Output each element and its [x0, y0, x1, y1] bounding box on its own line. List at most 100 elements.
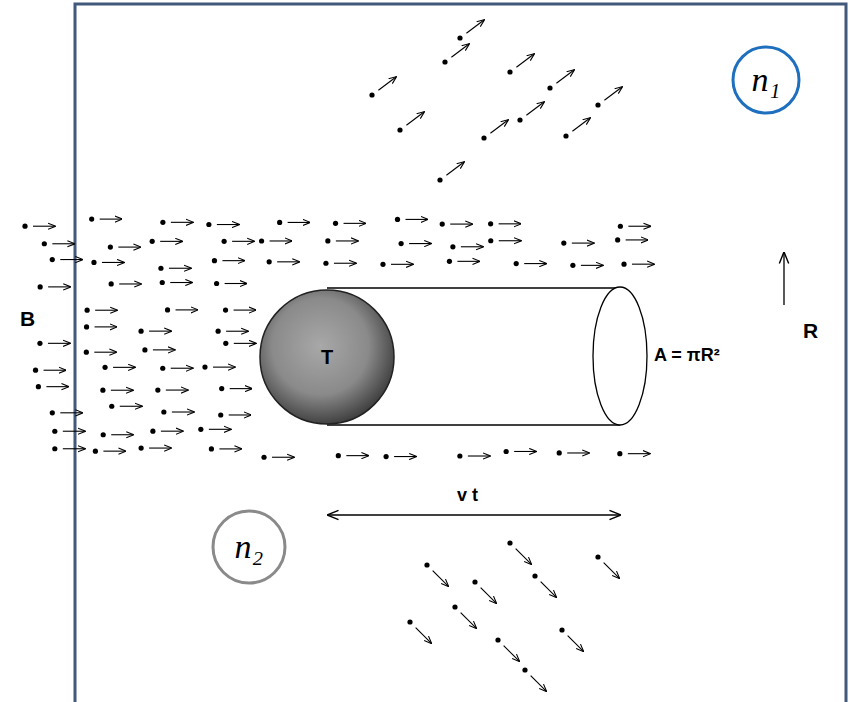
- particle-dot: [369, 92, 374, 97]
- particle: [617, 451, 650, 456]
- frame: [75, 4, 846, 702]
- particle-dot: [222, 239, 227, 244]
- particle: [100, 388, 133, 393]
- particle-dot: [223, 341, 228, 346]
- particle-dot: [380, 262, 385, 267]
- particle-dot: [138, 329, 143, 334]
- particle: [323, 261, 356, 266]
- velocity-arrow: [394, 456, 416, 457]
- particle: [570, 263, 603, 268]
- velocity-arrow: [94, 352, 116, 353]
- particle-dot: [38, 284, 43, 289]
- velocity-arrow: [524, 263, 546, 264]
- particle: [384, 454, 417, 459]
- velocity-arrow: [516, 549, 532, 565]
- particle-dot: [559, 627, 564, 632]
- particle: [399, 241, 432, 246]
- density-circle: n₁: [731, 45, 801, 115]
- particle: [563, 118, 590, 139]
- particle: [33, 368, 66, 373]
- particle-dot: [89, 217, 94, 222]
- particle: [333, 221, 366, 226]
- particle-dot: [267, 259, 272, 264]
- particle: [161, 409, 194, 414]
- velocity-arrow: [149, 331, 171, 332]
- velocity-arrow: [628, 226, 650, 227]
- particle-dot: [206, 222, 211, 227]
- velocity-arrow: [222, 260, 244, 261]
- radius-arrow: [783, 253, 784, 305]
- velocity-arrow: [63, 431, 85, 432]
- particle-dot: [209, 446, 214, 451]
- particle-dot: [218, 412, 223, 417]
- velocity-arrow: [334, 263, 356, 264]
- particle-dot: [109, 281, 114, 286]
- velocity-arrow: [504, 646, 520, 662]
- particle: [595, 554, 619, 578]
- particle: [407, 619, 431, 643]
- velocity-arrow: [213, 367, 235, 368]
- particle-dot: [507, 540, 512, 545]
- particle-dot: [617, 451, 622, 456]
- particle: [259, 238, 292, 243]
- particle: [267, 259, 300, 264]
- particle-dot: [212, 258, 217, 263]
- velocity-arrow: [499, 223, 521, 224]
- velocity-arrow: [461, 246, 483, 247]
- velocity-arrow: [230, 388, 252, 389]
- particle: [212, 258, 245, 263]
- particle: [160, 220, 193, 225]
- particle: [139, 445, 172, 450]
- particle: [507, 540, 531, 564]
- particle: [91, 260, 124, 265]
- particle: [37, 341, 70, 346]
- velocity-arrow: [604, 87, 622, 100]
- particle: [109, 404, 142, 409]
- velocity-arrow: [450, 224, 472, 225]
- particle: [198, 427, 231, 432]
- particle: [42, 241, 75, 246]
- particle-dot: [457, 453, 462, 458]
- particle-dot: [618, 224, 623, 229]
- particle: [84, 350, 117, 355]
- particle: [155, 387, 188, 392]
- velocity-arrow: [451, 44, 469, 57]
- particle: [514, 261, 547, 266]
- velocity-arrow: [161, 431, 183, 432]
- particle-dot: [522, 667, 527, 672]
- particle: [472, 579, 496, 603]
- velocity-arrow: [52, 243, 74, 244]
- particle-dot: [397, 127, 402, 132]
- particle-dot: [595, 102, 600, 107]
- velocity-arrow: [153, 349, 175, 350]
- particle: [397, 112, 424, 133]
- velocity-arrow: [466, 20, 484, 33]
- velocity-arrow: [406, 112, 424, 125]
- velocity-arrow: [378, 77, 396, 90]
- velocity-arrow: [171, 222, 193, 223]
- velocity-arrow: [118, 247, 140, 248]
- cylinder-edge: [327, 424, 620, 425]
- particle: [488, 238, 521, 243]
- velocity-arrow: [567, 452, 589, 453]
- particle-dot: [202, 365, 207, 370]
- velocity-arrow: [628, 453, 650, 454]
- particle-dot: [407, 619, 412, 624]
- particle: [38, 284, 71, 289]
- velocity-arrow: [95, 310, 117, 311]
- particle-dot: [261, 455, 266, 460]
- particle: [85, 308, 118, 313]
- velocity-arrow: [103, 451, 125, 452]
- particle-dot: [214, 281, 219, 286]
- velocity-arrow: [225, 283, 247, 284]
- velocity-arrow: [556, 70, 574, 83]
- velocity-arrow: [531, 676, 547, 692]
- velocity-arrow: [336, 240, 358, 241]
- velocity-arrow: [119, 283, 141, 284]
- particle-dot: [150, 239, 155, 244]
- particle-dot: [277, 220, 282, 225]
- area-label: A = πR²: [652, 345, 722, 367]
- particle: [547, 70, 574, 91]
- particle-dot: [615, 237, 620, 242]
